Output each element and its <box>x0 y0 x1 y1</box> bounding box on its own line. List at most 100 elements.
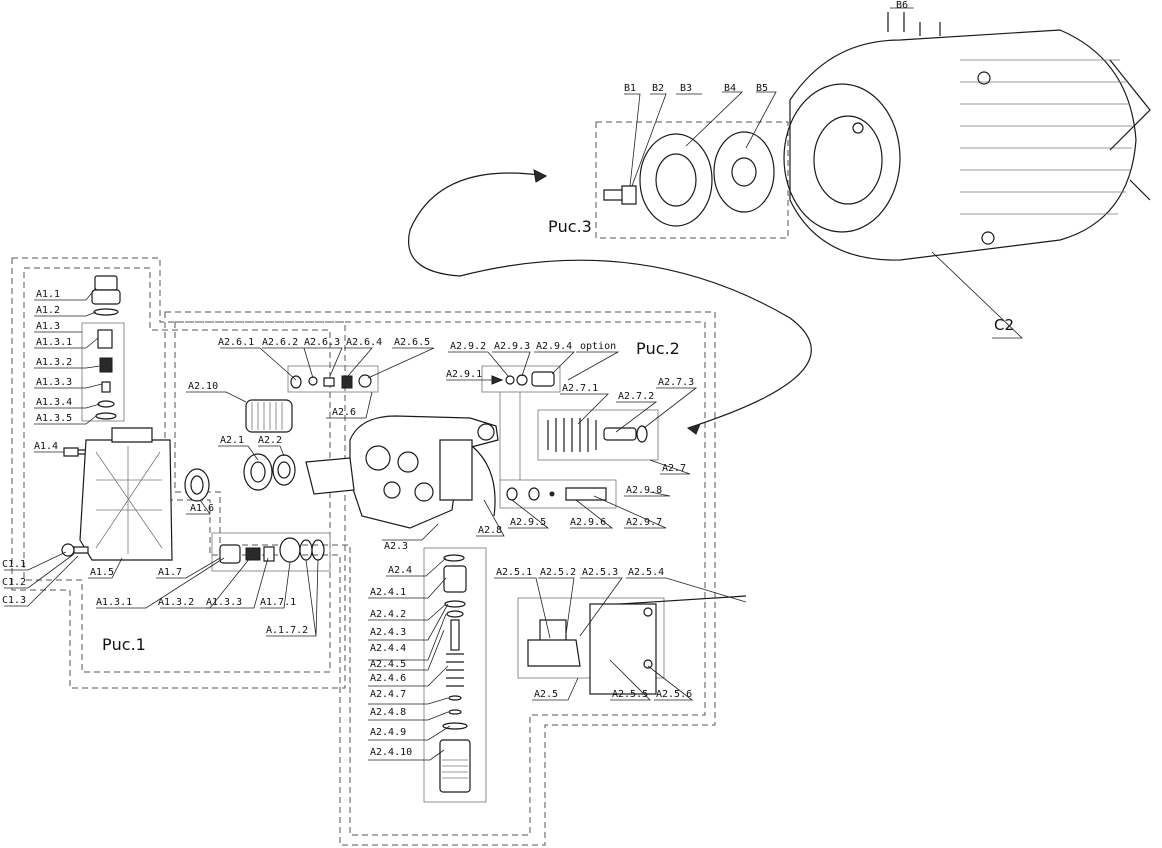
fig3-outline <box>595 121 789 239</box>
fig3-parts <box>595 12 1151 261</box>
part-a1-3-3 <box>101 381 111 393</box>
group-a2-7-box <box>537 409 659 461</box>
part-a2-10-filter <box>245 399 293 433</box>
part-c1-shank <box>73 546 89 554</box>
label-a2-7-3: A2.7.3 <box>658 377 694 388</box>
part-a2-2-seal <box>272 454 296 486</box>
part-a2-5-6-screw <box>643 607 653 617</box>
part-a2-9-7 <box>549 491 555 497</box>
group-a1-3-box <box>81 322 125 422</box>
label-a2-5-6: A2.5.6 <box>656 689 692 700</box>
label-c1-2: C1.2 <box>2 577 26 588</box>
part-a1-3-3b <box>263 546 275 562</box>
arrowhead-fig2 <box>686 423 701 435</box>
part-a1-3-2-spring <box>99 357 113 373</box>
part-b1-b2-nipple <box>603 185 637 205</box>
part-a2-9-6 <box>528 487 540 501</box>
label-a1-7-2: A.1.7.2 <box>266 625 308 636</box>
arrowhead-fig3 <box>533 169 548 183</box>
part-a2-9-8 <box>565 487 607 501</box>
part-a2-4-2 <box>443 565 467 593</box>
label-a2-6-5: A2.6.5 <box>394 337 430 348</box>
part-a2-6-3 <box>323 377 335 387</box>
part-c2-motor-housing <box>789 29 1137 261</box>
label-a2-4-10: A2.4.10 <box>370 747 412 758</box>
label-b2: B2 <box>652 83 664 94</box>
label-a2-3: A2.3 <box>384 541 408 552</box>
group-a2-6-box <box>287 365 379 393</box>
label-a2-4-6: A2.4.6 <box>370 673 406 684</box>
part-a2-7-1-spring <box>547 418 597 452</box>
part-a2-9-3 <box>516 374 528 386</box>
label-a2-6-2: A2.6.2 <box>262 337 298 348</box>
label-a1-3-5: A1.3.5 <box>36 413 72 424</box>
part-a2-6-5 <box>358 374 372 388</box>
part-a1-4-bolt <box>63 447 89 457</box>
label-c1-1: C1.1 <box>2 559 26 570</box>
label-a2-9-4: A2.9.4 <box>536 341 572 352</box>
part-a2-3-neck <box>305 457 355 495</box>
label-a1-3: A1.3 <box>36 321 60 332</box>
group-a2-4-box <box>423 547 487 803</box>
part-a2-9-4 <box>531 371 555 387</box>
part-b5-hub <box>731 157 757 187</box>
part-a2-8-hose <box>471 445 496 517</box>
part-a2-6-2 <box>308 376 318 386</box>
label-a2-5-3: A2.5.3 <box>582 567 618 578</box>
label-a2-7-1: A2.7.1 <box>562 383 598 394</box>
part-a2-5-4-rod <box>619 595 747 605</box>
label-a2-4-2: A2.4.2 <box>370 609 406 620</box>
label-a1-3-1b: A1.3.1 <box>96 597 132 608</box>
label-a2-9-6: A2.9.6 <box>570 517 606 528</box>
label-b1: B1 <box>624 83 636 94</box>
label-a2-5: A2.5 <box>534 689 558 700</box>
part-a2-1-inner <box>250 461 266 483</box>
label-a2-5-1: A2.5.1 <box>496 567 532 578</box>
part-a1-5-ribs <box>95 446 163 554</box>
group-a1-7-box <box>211 532 331 572</box>
label-a2-2: A2.2 <box>258 435 282 446</box>
figure-2-title: Рuc.2 <box>636 339 680 358</box>
label-a2-9-5: A2.9.5 <box>510 517 546 528</box>
label-c1-3: C1.3 <box>2 595 26 606</box>
part-a2-3-port2 <box>397 451 419 473</box>
part-a2-4-6-spring <box>446 653 464 687</box>
part-a2-3-cylinder <box>439 439 473 501</box>
part-a1-1-body <box>91 289 121 305</box>
group-a2-9-top <box>481 365 561 393</box>
part-a2-4-8 <box>448 709 462 715</box>
part-a2-5-1-switch <box>527 619 581 667</box>
label-a1-5: A1.5 <box>90 567 114 578</box>
label-a2-10: A2.10 <box>188 381 218 392</box>
fig1-parts <box>61 275 331 572</box>
label-a2-1: A2.1 <box>220 435 244 446</box>
part-a1-3-4 <box>97 400 115 408</box>
part-a2-9-5 <box>506 487 518 501</box>
part-a2-5-3-plate <box>589 603 657 695</box>
part-a1-3-1 <box>97 329 113 349</box>
group-a2-9-link <box>499 392 521 480</box>
part-a2-4-10-thread <box>442 759 468 779</box>
fig1-outline <box>11 257 346 689</box>
part-c2-bolt1 <box>977 71 991 85</box>
part-a1-7-2b <box>311 539 325 561</box>
label-b5: B5 <box>756 83 768 94</box>
part-a1-5-body <box>79 439 173 561</box>
part-a2-1-seal <box>243 453 273 491</box>
label-a2-4-5: A2.4.5 <box>370 659 406 670</box>
part-a2-7-2 <box>603 427 637 441</box>
label-b4: B4 <box>724 83 736 94</box>
label-a2-9-7: A2.9.7 <box>626 517 662 528</box>
part-a2-4-3 <box>444 600 466 608</box>
arrow-fig2-to-fig3 <box>408 172 812 425</box>
label-a1-3-2: A1.3.2 <box>36 357 72 368</box>
label-a2-7-2: A2.7.2 <box>618 391 654 402</box>
label-a2-4-3: A2.4.3 <box>370 627 406 638</box>
label-a2-4-1: A2.4.1 <box>370 587 406 598</box>
figure-1-title: Рuc.1 <box>102 635 146 654</box>
label-a2-4-7: A2.4.7 <box>370 689 406 700</box>
label-a2-9-8: A2.9.8 <box>626 485 662 496</box>
label-a2-8: A2.8 <box>478 525 502 536</box>
label-option: option <box>580 341 616 352</box>
